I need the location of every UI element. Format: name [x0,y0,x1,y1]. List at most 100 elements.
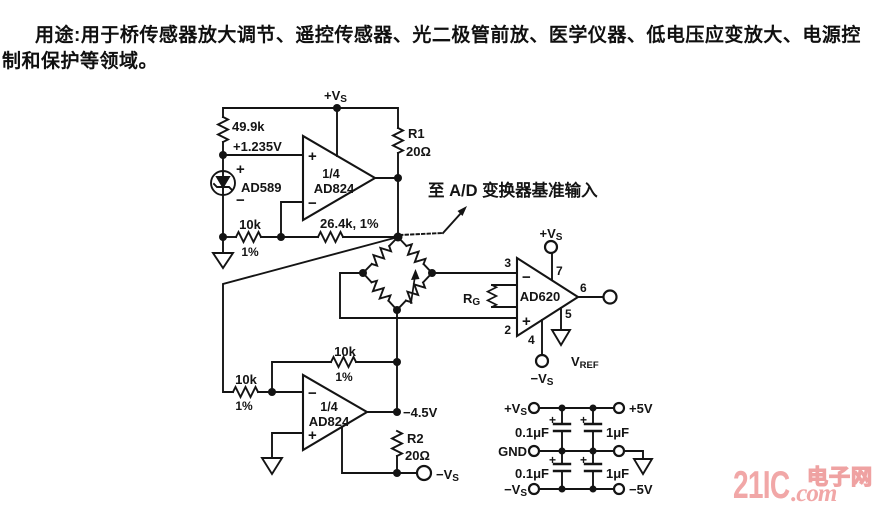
variable-element-arrow [410,275,416,304]
rg-label: RG [463,291,480,308]
junction-dots [219,104,597,493]
r10kfb-tol-label: 1% [335,370,353,384]
resistor-10k-input2 [232,386,259,398]
resistor-r2 [391,430,403,457]
r2-value-label: 20Ω [405,448,430,463]
ad620-pin5-label: 5 [565,307,572,321]
vref-value-label: +1.235V [233,139,282,154]
opamp2-plus-label: + [308,427,317,444]
cap-1uf-top-label: 1μF [606,425,629,440]
decoupling-caps [552,422,603,473]
opamp1-fraction-label: 1/4 [322,167,339,181]
r10kfb-value-label: 10k [334,344,356,359]
r1-value-label: 20Ω [406,144,431,159]
wires [222,107,644,490]
opamp2-minus-label: − [308,385,317,402]
ad589-plus-label: + [236,161,245,178]
vs-rail-wire [222,107,399,129]
opamp2-noninv-gnd-wire [271,432,304,459]
opamp1-part-label: AD824 [314,181,355,196]
r2-name-label: R2 [407,431,424,446]
psu-m5v-label: −5V [629,482,653,497]
r49k-label: 49.9k [232,119,265,134]
application-note-body: 用于桥传感器放大调节、遥控传感器、光二极管前放、医学仪器、低电压应变放大、电源控… [2,25,861,72]
cap-polarity-plus: + [549,453,556,467]
opamp1-minus-label: − [308,195,317,212]
ground-icon [632,458,654,476]
watermark-logo: 21IC [733,464,790,507]
psu-vsminus-terminal [527,482,541,496]
psu-p5v-label: +5V [629,401,653,416]
vs-top-label: +VS [324,88,347,105]
opamp2-fraction-label: 1/4 [320,400,337,414]
adc-feed-wire [399,232,444,236]
psu-m5v-terminal [612,482,626,496]
ad620-vsminus-terminal [534,353,550,369]
r10k1-value-label: 10k [239,217,261,232]
ad620-minus-label: − [522,269,531,286]
adc-note-label: 至 A/D 变换器基准输入 [428,180,598,200]
ad620-vsplus-terminal [543,239,559,255]
opamp2-triangle [301,373,370,452]
ad620-output-terminal [602,289,618,305]
watermark-cn: 电子网 [806,465,873,489]
r10k2-tol-label: 1% [235,399,253,413]
application-note-text: 用途:用于桥传感器放大调节、遥控传感器、光二极管前放、医学仪器、低电压应变放大、… [2,23,876,75]
cap-1uf-bot-label: 1μF [606,466,629,481]
psu-vsminus-label: −VS [504,482,527,499]
psu-gnd-wire [623,450,644,460]
adc-arrowhead-icon [457,206,467,216]
adc-arrow-line [441,210,464,235]
cap-01uf-top-label: 0.1μF [515,425,549,440]
psu-gnd-right-terminal [612,444,626,458]
ad620-pin4-label: 4 [528,333,535,347]
r1-name-label: R1 [408,126,425,141]
cap-polarity-plus: + [580,453,587,467]
psu-gnd-terminal [527,444,541,458]
psu-p5v-terminal [612,401,626,415]
resistor-r1 [392,127,404,154]
watermark-suffix: .com [791,480,837,507]
out-terminal-label: −VS [436,467,459,484]
cap-polarity-plus: + [549,413,556,427]
ad620-triangle [515,256,580,338]
opamp1-triangle [301,134,378,222]
bridge-left-to-pin2-wire [339,272,518,319]
ad620-pin3-label: 3 [504,256,511,270]
ad620-vsplus-label: +VS [540,226,563,243]
ad589-diode-triangle [215,176,231,189]
r10k2-value-label: 10k [235,372,257,387]
opamp1-inv-wire [280,201,304,238]
psu-vsplus-terminal [527,401,541,415]
variable-element-arrowhead [411,269,420,280]
ad620-part-label: AD620 [520,289,560,304]
watermark: 21IC .com 电子网 [722,458,878,515]
psu-vsplus-label: +VS [504,401,527,418]
r26k-label: 26.4k, 1% [320,216,379,231]
ad620-vsminus-label: −VS [531,371,554,388]
neg-vs-terminal [415,464,433,482]
ground-icon [550,329,572,347]
vout-label: −4.5V [403,405,438,420]
application-note-label: 用途: [35,25,81,46]
cap-01uf-bot-label: 0.1μF [515,466,549,481]
ground-icon [211,252,235,270]
ad620-pin6-label: 6 [580,281,587,295]
ad620-pin2-label: 2 [504,323,511,337]
ground-icon [260,457,284,476]
vref-pin-label: VREF [571,354,599,371]
opamp1-plus-label: + [308,148,317,165]
opamp2-supply-wire [341,426,418,474]
resistor-26k4 [317,231,344,243]
resistor-49k9 [217,116,229,143]
opamp2-part-label: AD824 [309,414,350,429]
resistor-rg [486,284,498,308]
ad589-part-label: AD589 [241,180,281,195]
r10k1-tol-label: 1% [241,245,259,259]
ad620-plus-label: + [522,313,531,330]
resistor-10k-input1 [235,231,262,243]
diagonal-feedback-wire [222,235,400,393]
psu-gnd-label: GND [498,444,527,459]
